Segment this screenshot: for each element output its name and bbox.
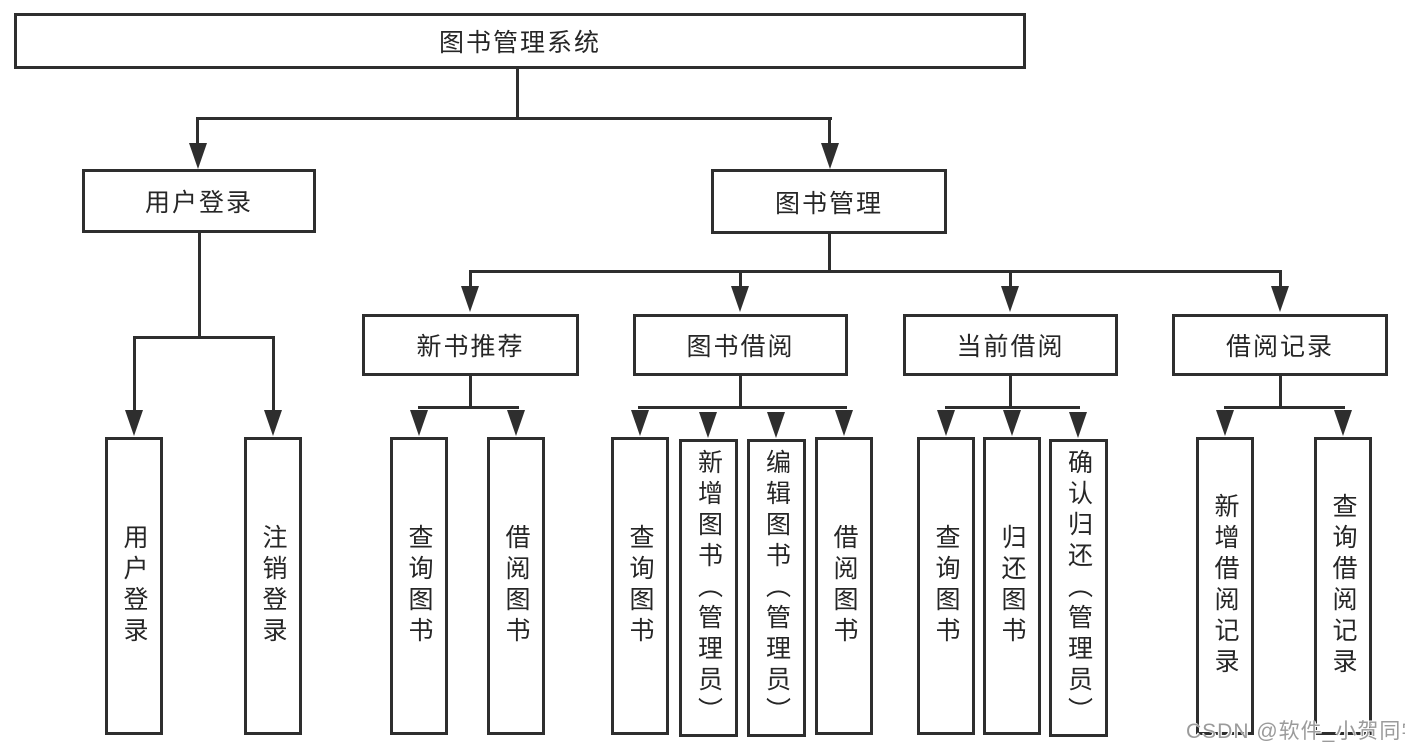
connector-line bbox=[272, 336, 275, 411]
node-user-login: 用户登录 bbox=[82, 169, 316, 233]
leaf-query-books-3: 查询图书 bbox=[917, 437, 975, 735]
node-label: 归还图书 bbox=[998, 524, 1026, 648]
node-label: 当前借阅 bbox=[956, 333, 1065, 361]
arrow-down-icon bbox=[631, 410, 649, 436]
arrow-down-icon bbox=[1271, 286, 1289, 312]
leaf-borrow-books-2: 借阅图书 bbox=[815, 437, 873, 735]
connector-line bbox=[1279, 270, 1282, 287]
arrow-down-icon bbox=[767, 412, 785, 438]
arrow-down-icon bbox=[264, 410, 282, 436]
leaf-add-book-admin: 新增图书（管理员） bbox=[679, 439, 738, 737]
node-library-system: 图书管理系统 bbox=[14, 13, 1026, 69]
node-label: 查询借阅记录 bbox=[1329, 493, 1357, 679]
node-label: 新增借阅记录 bbox=[1211, 493, 1239, 679]
arrow-down-icon bbox=[835, 410, 853, 436]
node-label: 新增图书（管理员） bbox=[694, 448, 723, 728]
leaf-return-books: 归还图书 bbox=[983, 437, 1041, 735]
leaf-query-borrow-record: 查询借阅记录 bbox=[1314, 437, 1372, 735]
leaf-add-borrow-record: 新增借阅记录 bbox=[1196, 437, 1254, 735]
arrow-down-icon bbox=[1069, 412, 1087, 438]
arrow-down-icon bbox=[1334, 410, 1352, 436]
node-label: 借阅记录 bbox=[1225, 333, 1334, 361]
arrow-down-icon bbox=[125, 410, 143, 436]
connector-line bbox=[469, 270, 1282, 273]
leaf-borrow-books-1: 借阅图书 bbox=[487, 437, 545, 735]
connector-line bbox=[638, 406, 847, 409]
connector-line bbox=[418, 406, 519, 409]
node-new-book-recommend: 新书推荐 bbox=[362, 314, 579, 376]
watermark-text: CSDN @软件_小贺同学 bbox=[1186, 720, 1405, 743]
node-label: 注销登录 bbox=[259, 524, 287, 648]
leaf-user-login: 用户登录 bbox=[105, 437, 163, 735]
connector-line bbox=[198, 233, 201, 338]
node-label: 图书管理系统 bbox=[438, 29, 601, 57]
arrow-down-icon bbox=[461, 286, 479, 312]
leaf-confirm-return-admin: 确认归还（管理员） bbox=[1049, 439, 1108, 737]
node-label: 查询图书 bbox=[932, 524, 960, 648]
connector-line bbox=[828, 234, 831, 273]
connector-line bbox=[469, 376, 472, 409]
node-label: 查询图书 bbox=[626, 524, 654, 648]
node-label: 新书推荐 bbox=[416, 333, 525, 361]
connector-line bbox=[1279, 376, 1282, 409]
node-label: 确认归还（管理员） bbox=[1064, 448, 1093, 728]
connector-line bbox=[945, 406, 1080, 409]
arrow-down-icon bbox=[699, 412, 717, 438]
connector-line bbox=[469, 270, 472, 287]
node-label: 借阅图书 bbox=[502, 524, 530, 648]
leaf-query-books-2: 查询图书 bbox=[611, 437, 669, 735]
connector-line bbox=[133, 336, 136, 411]
connector-line bbox=[196, 117, 832, 120]
node-borrowing-records: 借阅记录 bbox=[1172, 314, 1388, 376]
arrow-down-icon bbox=[937, 410, 955, 436]
node-label: 用户登录 bbox=[120, 524, 148, 648]
node-label: 用户登录 bbox=[144, 189, 253, 217]
arrow-down-icon bbox=[410, 410, 428, 436]
arrow-down-icon bbox=[821, 143, 839, 169]
connector-line bbox=[1224, 406, 1345, 409]
connector-line bbox=[196, 117, 199, 144]
connector-line bbox=[828, 117, 831, 144]
arrow-down-icon bbox=[731, 286, 749, 312]
arrow-down-icon bbox=[507, 410, 525, 436]
connector-line bbox=[1009, 376, 1012, 409]
connector-line bbox=[739, 376, 742, 409]
node-label: 查询图书 bbox=[405, 524, 433, 648]
arrow-down-icon bbox=[1003, 410, 1021, 436]
arrow-down-icon bbox=[1216, 410, 1234, 436]
leaf-edit-book-admin: 编辑图书（管理员） bbox=[747, 439, 806, 737]
node-label: 图书管理 bbox=[774, 189, 883, 218]
node-book-borrowing: 图书借阅 bbox=[633, 314, 848, 376]
connector-line bbox=[516, 69, 519, 119]
node-label: 借阅图书 bbox=[830, 524, 858, 648]
arrow-down-icon bbox=[189, 143, 207, 169]
node-label: 编辑图书（管理员） bbox=[762, 448, 791, 728]
node-book-management: 图书管理 bbox=[711, 169, 947, 234]
node-current-borrowing: 当前借阅 bbox=[903, 314, 1118, 376]
node-label: 图书借阅 bbox=[686, 333, 795, 361]
arrow-down-icon bbox=[1001, 286, 1019, 312]
connector-line bbox=[133, 336, 275, 339]
connector-line bbox=[739, 270, 742, 287]
leaf-query-books-1: 查询图书 bbox=[390, 437, 448, 735]
connector-line bbox=[1009, 270, 1012, 287]
leaf-logout-login: 注销登录 bbox=[244, 437, 302, 735]
